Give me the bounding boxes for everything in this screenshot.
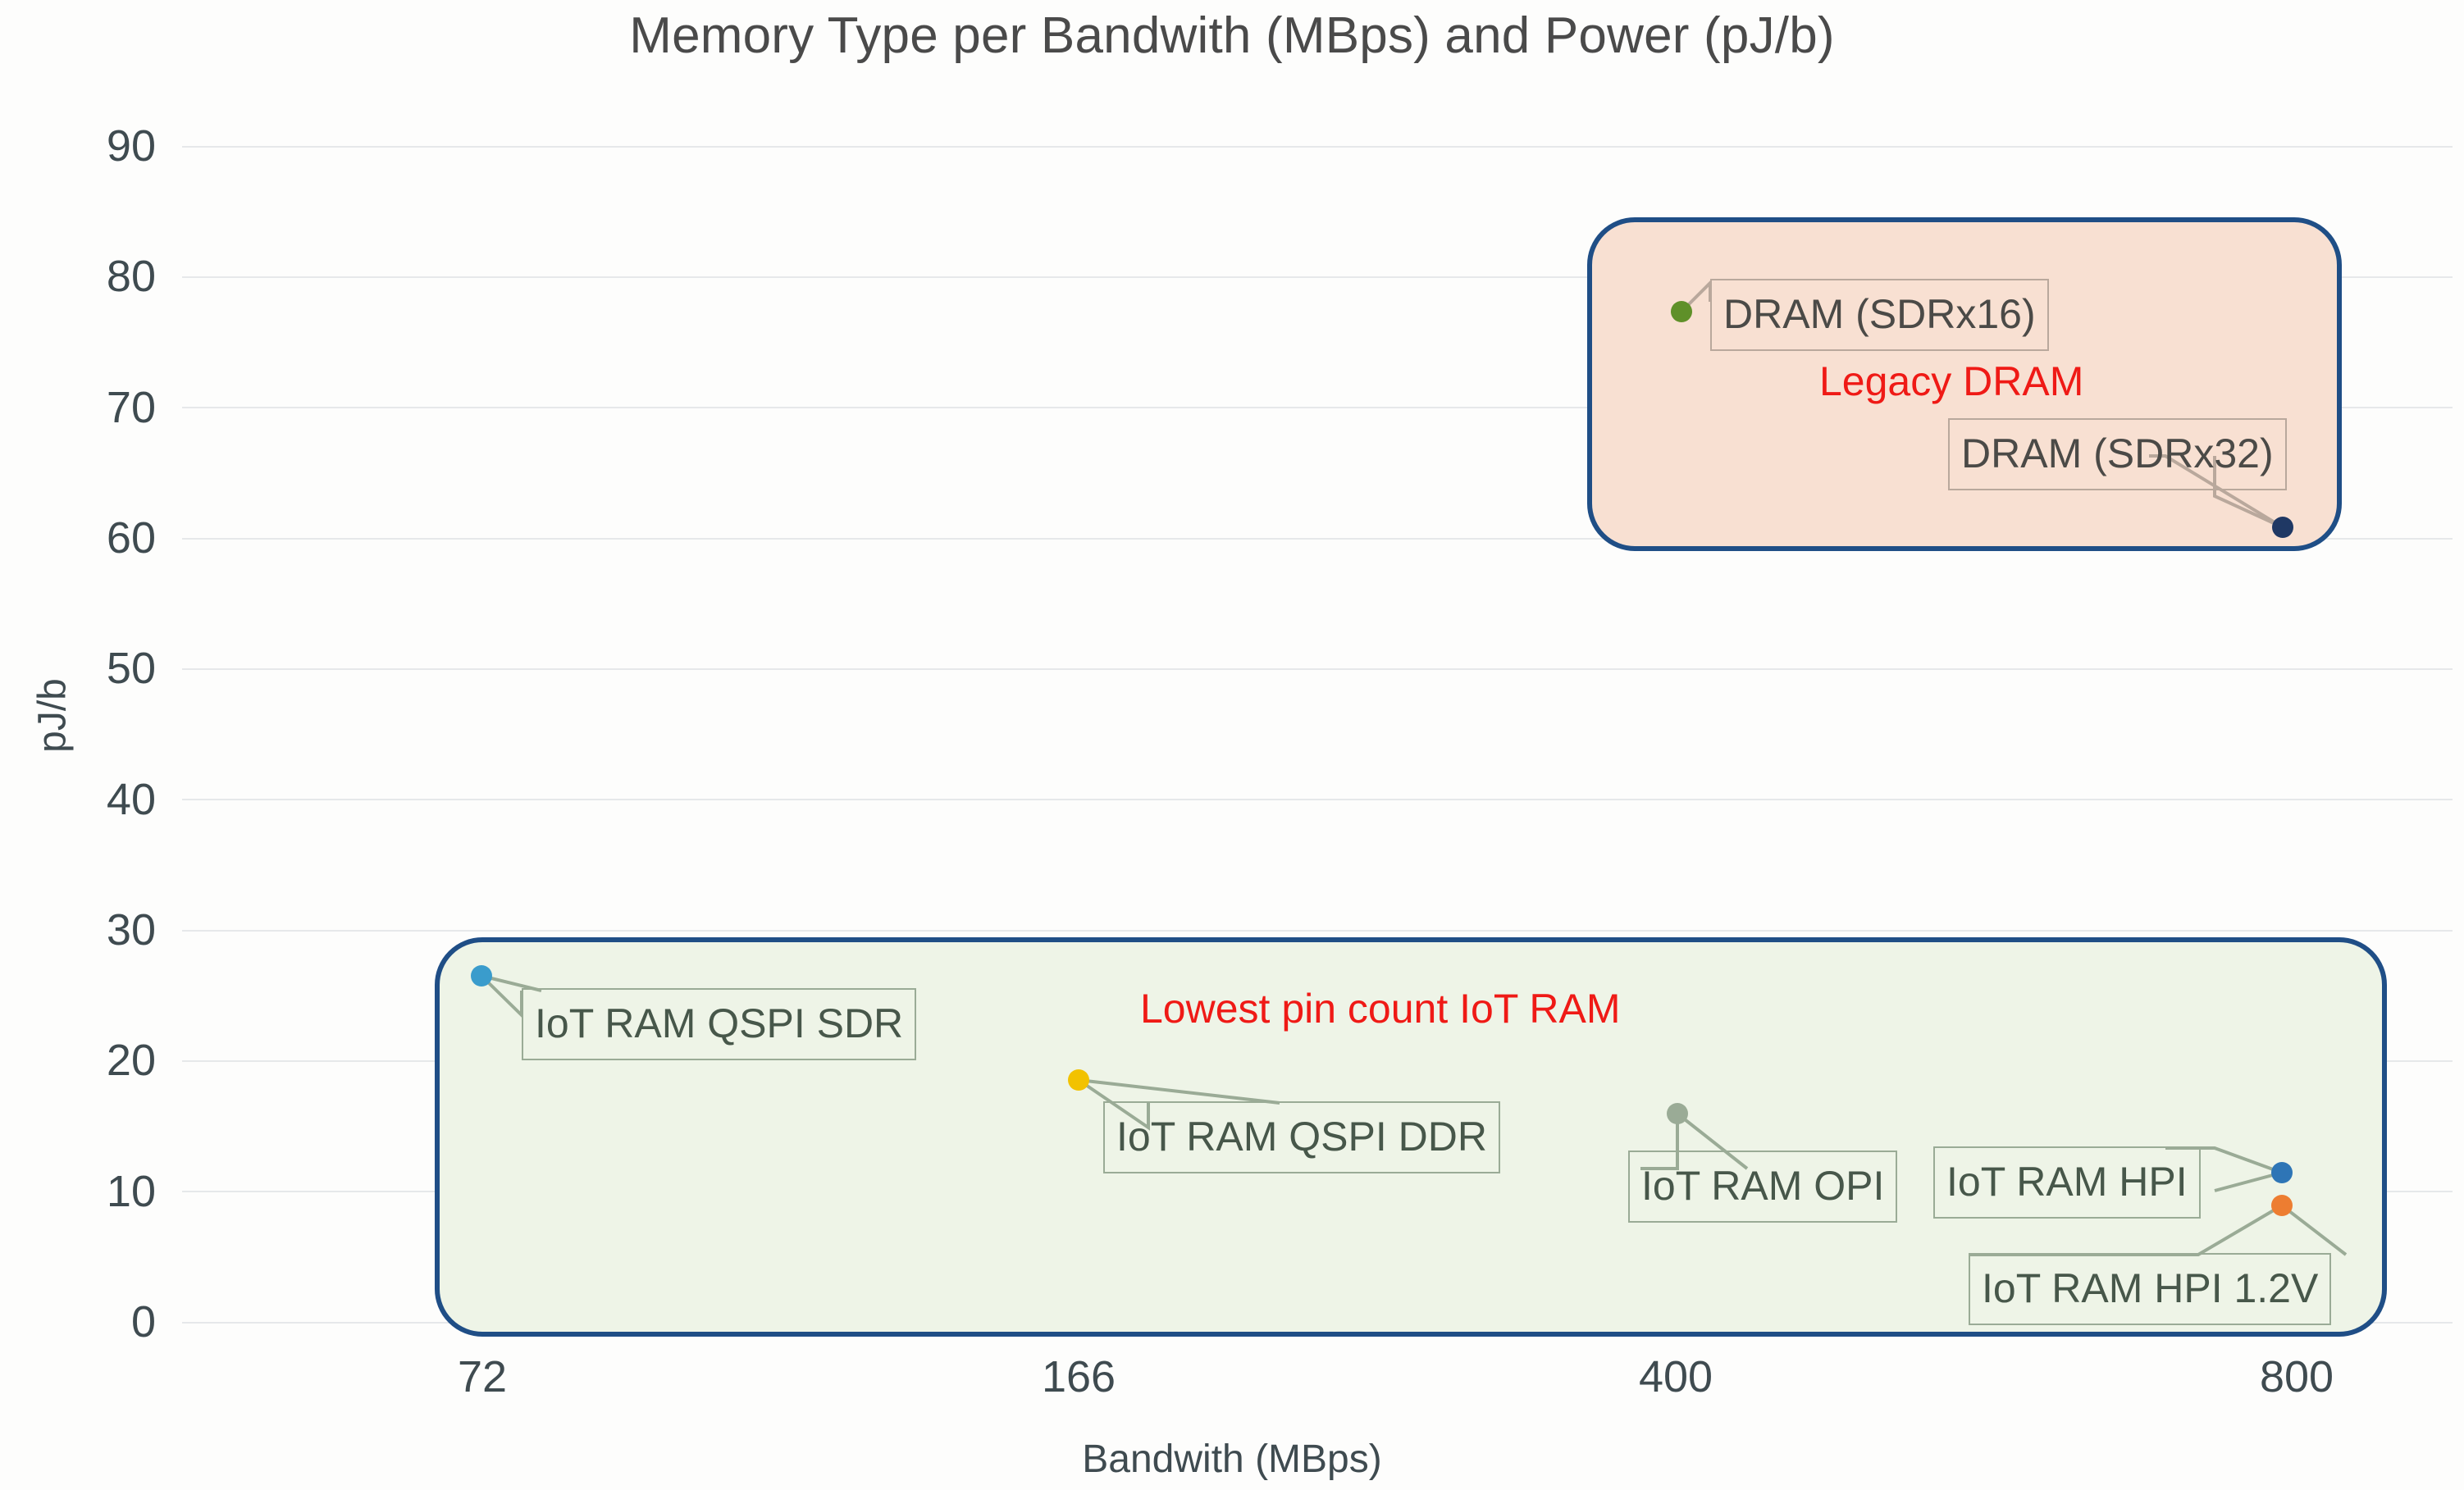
y-axis-title: pJ/b bbox=[30, 678, 75, 753]
gridline-90 bbox=[182, 146, 2453, 148]
y-tick-10: 10 bbox=[106, 1167, 156, 1216]
label-iot-ram-hpi[interactable]: IoT RAM HPI bbox=[1933, 1146, 2201, 1219]
data-point-dram-sdrx32[interactable] bbox=[2272, 517, 2293, 538]
y-tick-60: 60 bbox=[106, 513, 156, 563]
y-tick-90: 90 bbox=[106, 121, 156, 171]
x-tick-400: 400 bbox=[1638, 1352, 1713, 1401]
y-tick-30: 30 bbox=[106, 905, 156, 955]
gridline-60 bbox=[182, 538, 2453, 540]
y-tick-0: 0 bbox=[130, 1297, 156, 1346]
x-tick-72: 72 bbox=[457, 1352, 508, 1401]
y-tick-40: 40 bbox=[106, 775, 156, 824]
gridline-40 bbox=[182, 799, 2453, 800]
gridline-50 bbox=[182, 668, 2453, 670]
label-iot-ram-qspi-sdr[interactable]: IoT RAM QSPI SDR bbox=[522, 988, 917, 1060]
gridline-70 bbox=[182, 407, 2453, 408]
label-iot-ram-opi[interactable]: IoT RAM OPI bbox=[1628, 1151, 1898, 1223]
annotation-lowest-pin-count: Lowest pin count IoT RAM bbox=[1140, 986, 1621, 1032]
gridline-80 bbox=[182, 276, 2453, 278]
data-point-iot-ram-hpi[interactable] bbox=[2271, 1162, 2293, 1183]
data-point-iot-ram-qspi-sdr[interactable] bbox=[471, 965, 492, 986]
label-iot-ram-hpi-12v[interactable]: IoT RAM HPI 1.2V bbox=[1969, 1253, 2332, 1325]
data-point-iot-ram-hpi-12v[interactable] bbox=[2271, 1195, 2293, 1216]
page-title: Memory Type per Bandwith (MBps) and Powe… bbox=[629, 7, 1835, 64]
data-point-dram-sdrx16[interactable] bbox=[1671, 301, 1692, 322]
region-iot-ram bbox=[435, 937, 2387, 1337]
data-point-iot-ram-qspi-ddr[interactable] bbox=[1068, 1069, 1089, 1091]
label-iot-ram-qspi-ddr[interactable]: IoT RAM QSPI DDR bbox=[1103, 1101, 1500, 1173]
y-tick-70: 70 bbox=[106, 383, 156, 432]
y-tick-80: 80 bbox=[106, 252, 156, 301]
x-axis-title: Bandwith (MBps) bbox=[1082, 1438, 1382, 1481]
y-tick-50: 50 bbox=[106, 644, 156, 693]
x-tick-166: 166 bbox=[1041, 1352, 1116, 1401]
y-tick-20: 20 bbox=[106, 1036, 156, 1085]
gridline-30 bbox=[182, 930, 2453, 932]
label-dram-sdrx32[interactable]: DRAM (SDRx32) bbox=[1948, 418, 2287, 490]
data-point-iot-ram-opi[interactable] bbox=[1667, 1103, 1688, 1124]
x-tick-800: 800 bbox=[2259, 1352, 2334, 1401]
annotation-legacy-dram: Legacy DRAM bbox=[1819, 358, 2084, 404]
label-dram-sdrx16[interactable]: DRAM (SDRx16) bbox=[1710, 279, 2049, 351]
